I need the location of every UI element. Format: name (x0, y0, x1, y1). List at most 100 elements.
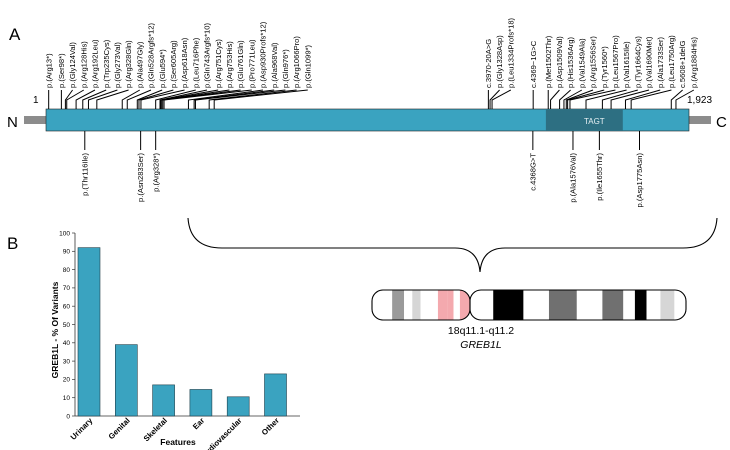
chromosome-band (437, 290, 448, 320)
chromosome-band (392, 290, 405, 320)
variant-marker-above (162, 89, 241, 109)
variant-marker-above (585, 89, 627, 109)
variant-label-above: p.(Tyr1664Cys) (633, 36, 642, 88)
chromosome-band (372, 290, 393, 320)
variant-label-above: p.(Arg13*) (44, 53, 53, 88)
bar (264, 373, 287, 417)
variant-marker-above (567, 89, 605, 109)
variant-marker-above (601, 89, 638, 109)
chromosome-band (470, 290, 494, 320)
chromosome-band (634, 290, 647, 320)
variant-marker-above (559, 89, 571, 109)
variant-label-above: p.(Arg328Gln) (124, 40, 133, 88)
variant-label-below: p.(Thr116Ile) (80, 153, 89, 196)
variant-marker-above (160, 89, 230, 109)
variant-label-above: p.(Leu1567Pro) (611, 35, 620, 88)
variant-label-above: p.(Gly1328Asp) (495, 35, 504, 88)
variant-marker-above (155, 89, 196, 109)
y-tick-label: 0 (66, 413, 70, 420)
bar (152, 384, 175, 417)
y-tick-label: 50 (63, 322, 71, 329)
variant-label-above: p.(Arg1066Pro) (292, 36, 301, 88)
gene-name-label: GREB1L (460, 339, 502, 351)
variant-label-above: p.(Asp1509Val) (555, 36, 564, 88)
variant-label-above: p.(Trp235Cys) (102, 39, 111, 88)
variant-marker-above (140, 89, 185, 109)
variant-marker-above (163, 89, 252, 109)
variant-label-above: c.4369−1G>C (529, 40, 538, 88)
variant-marker-above (550, 89, 560, 109)
variant-marker-above (489, 89, 500, 109)
variant-label-above: p.(Ala1733Ser) (656, 36, 665, 88)
tagt-domain (545, 109, 623, 131)
variant-label-above: p.(His1536Arg) (566, 36, 575, 88)
y-tick-label: 90 (63, 249, 71, 256)
variant-marker-above (563, 89, 583, 109)
chromosome-band (660, 290, 675, 320)
variant-marker-above (193, 89, 275, 109)
zoom-brace (187, 217, 718, 273)
protein-n-stub (24, 116, 46, 124)
chromosome-band (420, 290, 438, 320)
variant-label-above: p.(Val1549Ala) (577, 38, 586, 88)
protein-bar (45, 108, 690, 132)
variant-label-above: p.(Leu716Phe) (191, 37, 200, 88)
y-tick-label: 30 (63, 358, 71, 365)
y-tick-label: 10 (63, 395, 71, 402)
variant-label-above: p.(Arg192Leu) (91, 39, 100, 88)
variant-label-above: p.(Ala968Val) (270, 42, 279, 88)
variant-label-above: p.(Leu1750Arg) (667, 35, 676, 88)
tagt-domain-label: TAGT (584, 117, 605, 126)
chromosome-band (646, 290, 661, 320)
variant-marker-above (610, 89, 650, 109)
bar (115, 344, 138, 417)
chromosome-band (576, 290, 603, 320)
variant-marker-above (624, 89, 661, 109)
variant-marker-above (96, 89, 129, 109)
variant-marker-above (126, 89, 152, 109)
variant-label-above: p.(Val1615Ile) (622, 41, 631, 88)
variant-label-above: p.(Gly273Val) (113, 42, 122, 88)
chromosome-band (404, 290, 413, 320)
chromosome-band (493, 290, 524, 320)
chromosome-q-arm-outline (469, 289, 687, 321)
y-axis-title: GREB1L - % Of Variants (50, 281, 60, 378)
variant-label-above: p.(Gln976*) (281, 49, 290, 88)
variant-label-above: p.(Pro771Leu) (247, 39, 256, 88)
variant-marker-above (138, 89, 174, 109)
variant-label-above: p.(Ala497Gly) (135, 41, 144, 88)
variant-label-above: p.(Gln1099*) (303, 44, 312, 88)
variant-label-below: c.4368G>T (528, 153, 537, 191)
variant-marker-above (66, 89, 85, 109)
variant-marker-above (213, 89, 308, 109)
y-tick-label: 80 (63, 267, 71, 274)
variant-marker-above (159, 89, 208, 109)
y-tick-label: 100 (59, 230, 70, 237)
chromosome-band (447, 290, 454, 320)
end-position-label: 1,923 (687, 95, 712, 106)
panel-b-letter: B (7, 234, 18, 253)
variant-label-below: p.(Asp1775Asn) (635, 153, 644, 208)
variant-label-above: c.3970-20A>G (484, 39, 493, 88)
c-terminus-label: C (716, 114, 727, 131)
chromosome-band (623, 290, 635, 320)
chromosome-band (453, 290, 460, 320)
panel-a-letter: A (9, 25, 21, 44)
bar (189, 389, 213, 417)
variant-label-above: p.(Arg1884His) (689, 36, 698, 88)
chromosome-band (602, 290, 624, 320)
variant-marker-above (75, 89, 96, 109)
variant-label-above: p.(Arg128His) (79, 41, 88, 88)
variant-label-above: p.(Ser605Arg) (169, 40, 178, 88)
category-label: Urinary (69, 416, 95, 442)
variant-label-above: p.(Met1502Thr) (544, 35, 553, 88)
chromosome-band (674, 290, 686, 320)
start-position-label: 1 (33, 95, 39, 106)
variant-label-above: p.(Ser98*) (57, 53, 66, 88)
x-axis-title: Features (160, 437, 196, 447)
variant-label-above: p.(Gln743Argfs*10) (203, 23, 212, 88)
variant-marker-above (569, 89, 616, 109)
variant-label-above: p.(Arg753His) (225, 41, 234, 88)
variant-marker-above (82, 89, 107, 109)
category-label: Other (260, 416, 281, 437)
